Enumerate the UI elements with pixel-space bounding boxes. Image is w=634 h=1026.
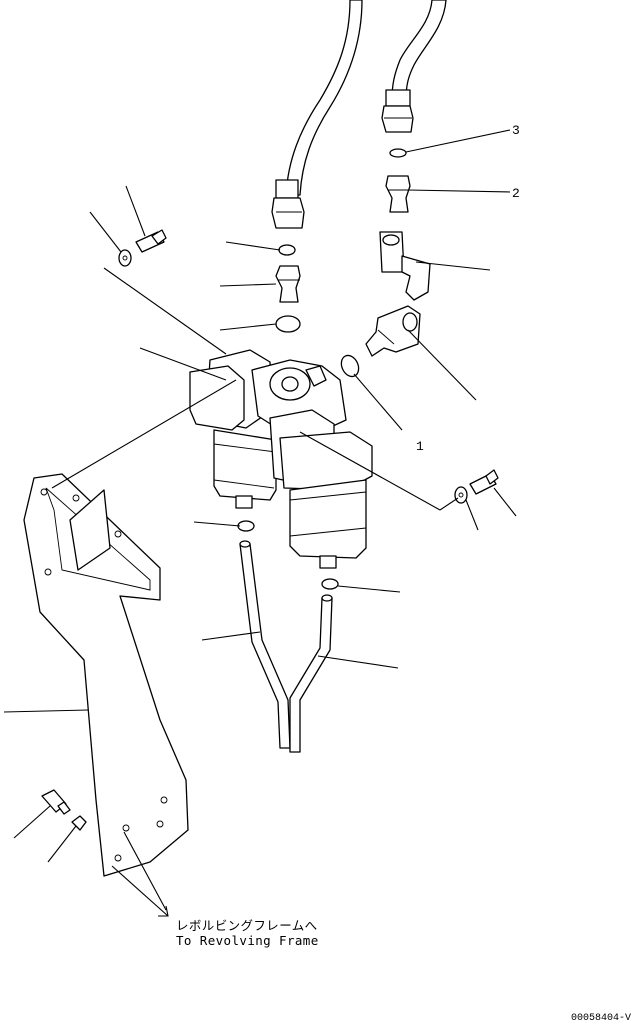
callout-o-ring-top: 3 <box>512 123 520 138</box>
hose-right-icon <box>381 0 447 133</box>
bolt-lower-left-icon <box>41 789 71 815</box>
clamp-right-icon <box>321 578 339 590</box>
o-ring-side-icon <box>340 354 360 378</box>
bracket-icon <box>23 473 189 877</box>
o-ring-large-icon <box>275 315 301 333</box>
washer-upper-left-icon <box>118 249 132 267</box>
callout-o-ring-side: 1 <box>416 439 424 454</box>
washer-right-icon <box>454 486 468 504</box>
figure-id: 00058404-V <box>571 1013 631 1024</box>
fuel-filter-right-icon <box>269 409 373 569</box>
leader-lines <box>3 129 517 863</box>
filter-head-icon <box>251 359 347 433</box>
drain-valve-icon <box>379 231 431 301</box>
adapter-top-icon <box>385 175 411 213</box>
clamp-left-icon <box>237 520 255 532</box>
bolt-right-icon <box>469 469 499 495</box>
caption-english: To Revolving Frame <box>176 933 319 948</box>
fuel-filter-left-icon <box>189 349 277 509</box>
o-ring-top-icon <box>389 148 407 158</box>
caption-japanese: レボルビングフレームへ <box>176 918 318 933</box>
adapter-middle-icon <box>275 265 301 303</box>
callout-adapter-top: 2 <box>512 186 520 201</box>
arrow-icon <box>111 831 169 917</box>
elbow-fitting-icon <box>365 305 421 357</box>
hose-left-icon <box>271 0 363 229</box>
nut-lower-left-icon <box>71 815 87 831</box>
drain-hose-y-icon <box>239 540 333 753</box>
o-ring-small-icon <box>278 244 296 256</box>
bolt-upper-left-icon <box>135 229 167 253</box>
